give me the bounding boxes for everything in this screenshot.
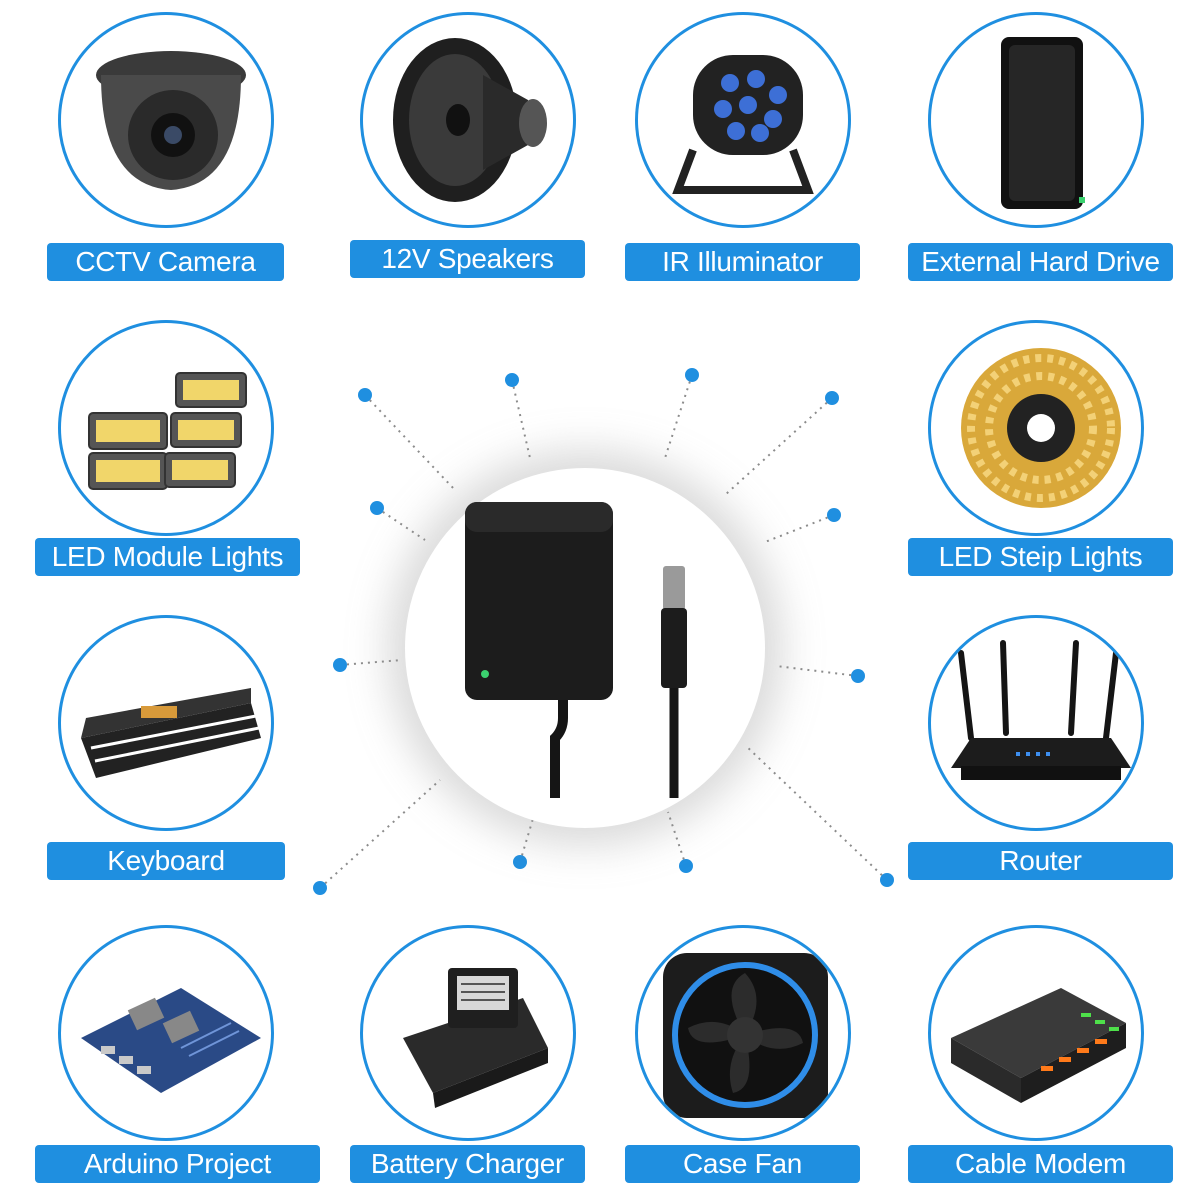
connector-dot [825, 391, 839, 405]
battery-charger-icon [403, 968, 548, 1108]
device-label: IR Illuminator [625, 243, 860, 281]
led-strip-reel-icon [961, 348, 1121, 508]
connector-dot [370, 501, 384, 515]
device-label: Cable Modem [908, 1145, 1173, 1183]
connector-dot [827, 508, 841, 522]
device-label: Case Fan [625, 1145, 860, 1183]
led-module-icon [88, 372, 247, 490]
device-label: LED Steip Lights [908, 538, 1173, 576]
circuit-board-icon [81, 988, 261, 1093]
hard-drive-icon [1001, 37, 1085, 209]
device-label: Router [908, 842, 1173, 880]
router-icon [951, 640, 1131, 780]
connector-dot [505, 373, 519, 387]
connector-dot [513, 855, 527, 869]
device-label: Battery Charger [350, 1145, 585, 1183]
connector-dot [333, 658, 347, 672]
ir-illuminator-icon [672, 55, 814, 194]
device-label: External Hard Drive [908, 243, 1173, 281]
device-label: Arduino Project [35, 1145, 320, 1183]
cable-modem-icon [951, 988, 1126, 1103]
connector-dot [851, 669, 865, 683]
device-label: Keyboard [47, 842, 285, 880]
power-adapter-hub [405, 468, 765, 828]
connector-dot [679, 859, 693, 873]
music-keyboard-icon [81, 688, 261, 778]
device-label: LED Module Lights [35, 538, 300, 576]
case-fan-icon [663, 953, 828, 1118]
power-adapter-icon [465, 502, 687, 798]
connector-dot [358, 388, 372, 402]
device-label: 12V Speakers [350, 240, 585, 278]
connector-dot [880, 873, 894, 887]
device-label: CCTV Camera [47, 243, 284, 281]
connector-dot [685, 368, 699, 382]
speaker-icon [393, 38, 547, 202]
connector-dot [313, 881, 327, 895]
cctv-camera-icon [96, 51, 246, 190]
